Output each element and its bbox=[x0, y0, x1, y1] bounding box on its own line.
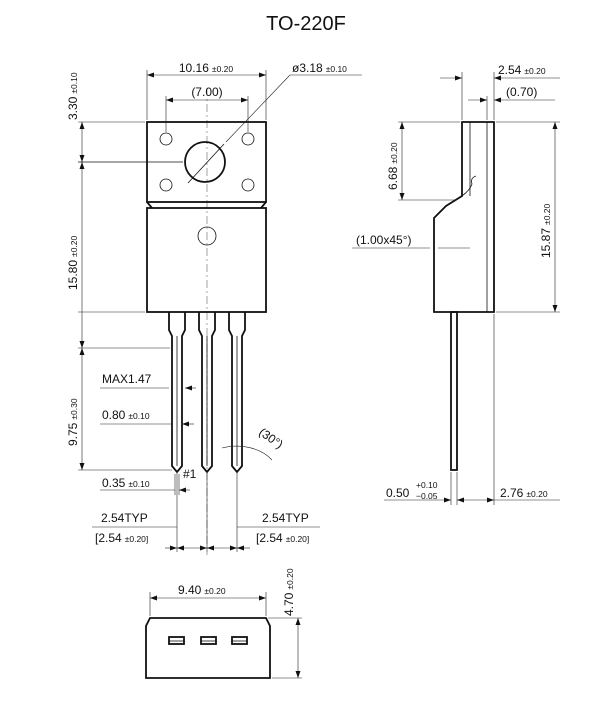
body-height-dimension: 15.80±0.20 bbox=[66, 235, 80, 290]
bottom-pin-3 bbox=[231, 636, 248, 645]
side-lead-tol-minus: −0.05 bbox=[416, 491, 438, 501]
max-lead-dimension: MAX1.47 bbox=[102, 372, 152, 386]
bottom-height-dimension: 4.70±0.20 bbox=[282, 568, 296, 616]
side-lead bbox=[450, 311, 458, 471]
mounting-hole bbox=[184, 141, 226, 183]
chamfer-dimension: (1.00x45°) bbox=[356, 233, 412, 247]
bottom-pin-2 bbox=[200, 636, 217, 645]
side-lead-thickness-dimension: 0.50 bbox=[386, 486, 410, 500]
inner-width-dimension: (7.00) bbox=[191, 85, 222, 99]
lead-3 bbox=[228, 312, 246, 474]
angle-dimension: (30°) bbox=[256, 425, 285, 451]
lead-1 bbox=[168, 312, 186, 474]
bottom-width-dimension: 9.40±0.20 bbox=[178, 583, 226, 597]
body-outline bbox=[146, 207, 267, 313]
pitch-left-range: [2.54±0.20] bbox=[95, 531, 148, 545]
pitch-right-range: [2.54±0.20] bbox=[256, 531, 309, 545]
lead-2 bbox=[198, 312, 216, 474]
pitch-left-typ: 2.54TYP bbox=[101, 511, 148, 525]
width-dimension: 10.16±0.20 bbox=[179, 61, 234, 75]
top-height-dimension: 3.30±0.10 bbox=[66, 72, 80, 120]
side-tab-dimension: (0.70) bbox=[506, 85, 537, 99]
side-thickness-dimension: 2.54±0.20 bbox=[498, 63, 546, 77]
bottom-pin-1 bbox=[168, 636, 185, 645]
side-total-height-dimension: 15.87±0.20 bbox=[539, 203, 553, 258]
lead-length-dimension: 9.75±0.30 bbox=[66, 398, 80, 446]
drawing-title: TO-220F bbox=[266, 13, 346, 35]
pitch-right-typ: 2.54TYP bbox=[262, 511, 309, 525]
side-body-outline bbox=[433, 121, 495, 313]
side-upper-height-dimension: 6.68±0.20 bbox=[386, 142, 400, 190]
side-lead-tol-plus: +0.10 bbox=[416, 480, 438, 490]
lead-width-dimension: 0.80±0.10 bbox=[102, 408, 150, 422]
bottom-outline bbox=[145, 617, 271, 679]
hole-dimension: ø3.18±0.10 bbox=[292, 61, 347, 75]
lead-thickness-dimension: 0.35±0.10 bbox=[102, 476, 150, 490]
side-view: 2.54±0.20 (0.70) 6.68±0.20 (1.00x45°) 15… bbox=[352, 63, 560, 505]
front-view: 10.16±0.20 (7.00) ø3.18±0.10 3.30±0.10 1… bbox=[66, 61, 362, 555]
pin1-label: #1 bbox=[183, 467, 197, 481]
side-lead-offset-dimension: 2.76±0.20 bbox=[500, 486, 548, 500]
bottom-view: 9.40±0.20 4.70±0.20 bbox=[145, 568, 302, 679]
